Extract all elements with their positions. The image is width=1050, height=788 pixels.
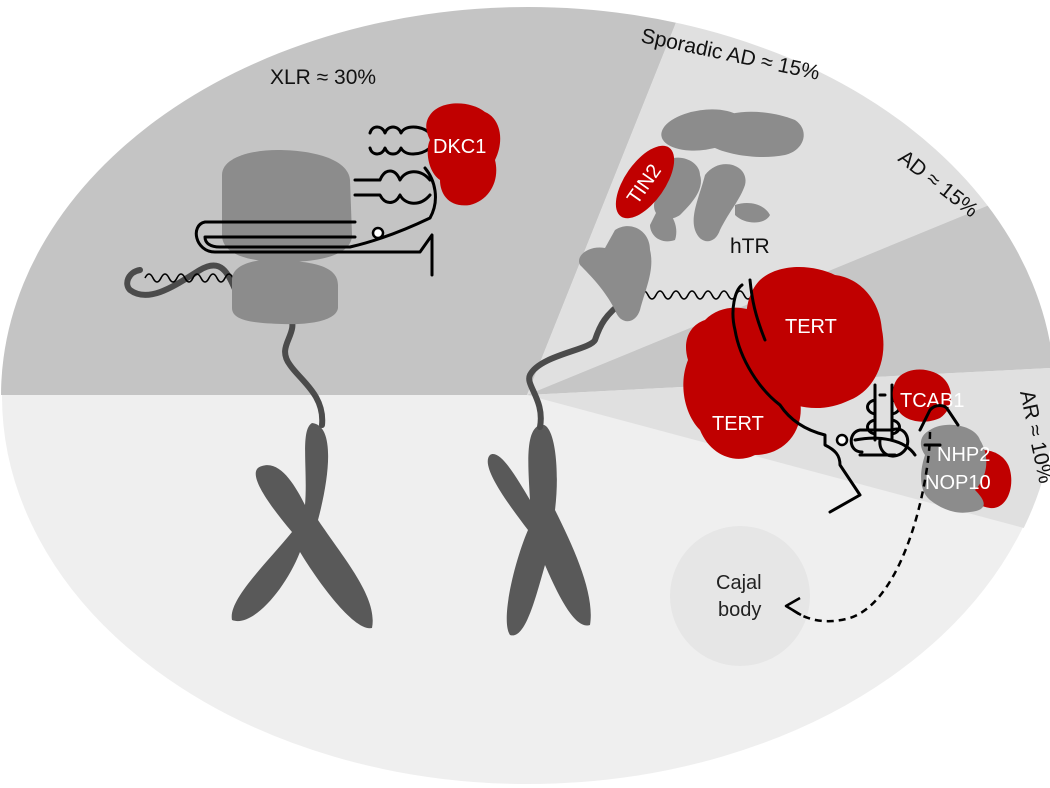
middle-chromosome (487, 424, 591, 636)
middle-dna-strand (526, 297, 628, 430)
dyskerin-complex (194, 125, 447, 325)
cajal-label-line2: body (718, 599, 761, 621)
hairpin-lower (353, 169, 432, 205)
cajal-body: Cajal body (670, 526, 810, 666)
trafficking-arrow-head (784, 596, 802, 617)
telomerase-holoenzyme: TERT TERT (683, 266, 917, 514)
htr-rna-left (194, 166, 437, 277)
tert-front-label: TERT (785, 316, 837, 338)
hairpin-small-right (918, 404, 960, 447)
tcab1-group: TCAB1 (892, 369, 964, 422)
left-chromosome (231, 423, 373, 629)
dkc1-protein (426, 103, 501, 206)
tert-protein-front (746, 266, 884, 409)
trafficking-arrow-path (789, 431, 932, 623)
tcab1-label: TCAB1 (900, 390, 964, 412)
cajal-body-circle (670, 526, 810, 666)
nop10-label: NOP10 (925, 472, 991, 494)
left-chromosome-body (231, 423, 373, 629)
tin2-protein (615, 145, 675, 219)
grey-lower-barrel (232, 259, 338, 325)
htr-rna-right (731, 278, 917, 514)
grey-upper-barrel (222, 150, 352, 262)
shelterin-trf1 (579, 226, 652, 322)
nhp2-label: NHP2 (937, 444, 990, 466)
tert-back-label: TERT (712, 413, 764, 435)
cajal-label-line1: Cajal (716, 572, 762, 594)
hairpin-upper (368, 125, 447, 156)
shelterin-pot1 (707, 111, 804, 158)
shelterin-trf2 (693, 164, 770, 242)
h-aca-rnp: NHP2 NOP10 (918, 404, 1012, 513)
box-h-aca-node (371, 226, 385, 240)
htr-label: hTR (730, 235, 770, 258)
tcab1-protein (892, 369, 952, 422)
dkc1-label: DKC1 (433, 136, 486, 158)
middle-chromosome-body (487, 424, 591, 636)
nhp2-nop10-protein (920, 424, 987, 513)
sector-label-xlr: XLR ≈ 30% (270, 66, 376, 89)
box-h-node-right (835, 433, 849, 447)
shelterin-rap1 (650, 205, 677, 242)
